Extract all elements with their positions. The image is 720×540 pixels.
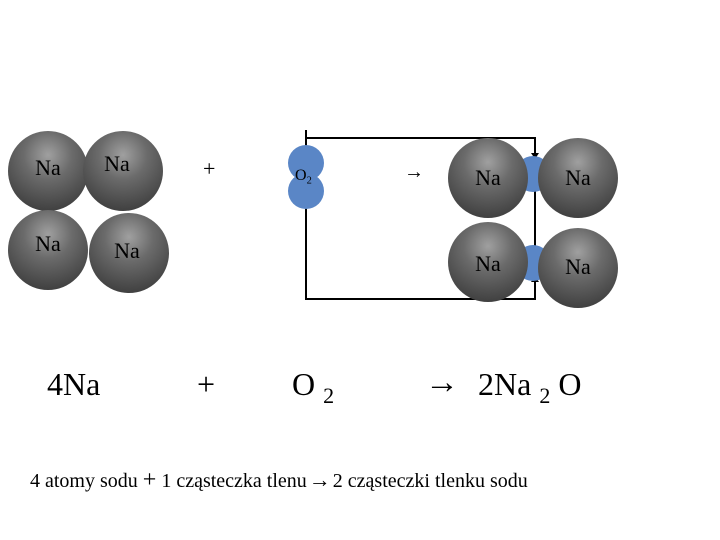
equation-product-prefix: 2Na — [478, 366, 532, 402]
equation-plus: + — [197, 366, 216, 402]
product2-connector — [534, 280, 536, 300]
sodium-atom-label: Na — [565, 165, 591, 190]
product1-connector — [534, 137, 536, 155]
oxygen-connector-top — [305, 130, 307, 152]
equation-product: 2Na 2 O — [478, 366, 582, 408]
equation-reactant1: 4Na — [47, 366, 101, 402]
caption-part1: 4 atomy sodu — [30, 470, 138, 492]
caption-arrow-icon: → — [308, 467, 331, 492]
product2-sodium-atom-2: Na — [538, 228, 618, 308]
caption-part3: 2 cząsteczki tlenku sodu — [332, 470, 528, 492]
oxygen-atom-bottom — [288, 173, 324, 209]
equation-product-subscript: 2 — [539, 383, 551, 408]
sodium-atom-label: Na — [475, 165, 501, 190]
product1-sodium-atom-1: Na — [448, 138, 528, 218]
product1-sodium-atom-2: Na — [538, 138, 618, 218]
caption-part2: 1 cząsteczka tlenu — [161, 470, 307, 492]
product2-sodium-atom-1: Na — [448, 222, 528, 302]
sodium-atom-2: Na — [83, 131, 163, 211]
plus-sign: + — [203, 156, 216, 181]
reaction-arrow-icon: → — [404, 161, 424, 183]
oxygen-subscript: 2 — [306, 175, 312, 187]
equation-reactant2-subscript: 2 — [323, 383, 335, 408]
sodium-atom-label: Na — [35, 155, 61, 180]
reaction-frame — [305, 137, 536, 300]
sodium-atom-label: Na — [475, 251, 501, 276]
sodium-atom-4: Na — [89, 213, 169, 293]
sodium-atom-label: Na — [104, 151, 130, 176]
sodium-atom-label: Na — [565, 254, 591, 279]
caption-plus: + — [142, 467, 157, 493]
caption: 4 atomy sodu + 1 cząsteczka tlenu→2 cząs… — [30, 467, 528, 494]
equation-arrow-icon: → — [425, 364, 459, 401]
sodium-atom-3: Na — [8, 210, 88, 290]
sodium-atom-label: Na — [35, 231, 61, 256]
sodium-atom-label: Na — [114, 238, 140, 263]
equation-reactant2-symbol: O — [292, 366, 316, 402]
oxygen-symbol: O — [295, 167, 307, 184]
sodium-atom-1: Na — [8, 131, 88, 211]
oxygen-label: O2 — [295, 167, 312, 187]
equation-reactant2: O 2 — [292, 366, 334, 408]
equation-product-suffix: O — [558, 366, 582, 402]
